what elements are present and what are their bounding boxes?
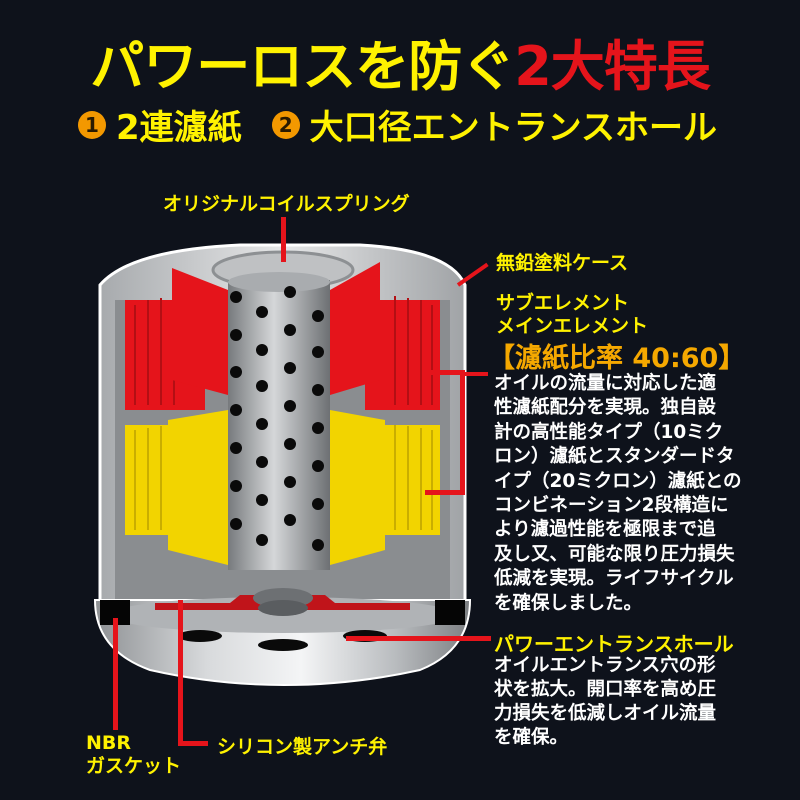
entrance-description-line: を確保。 (494, 727, 569, 748)
feature-list: 1 2連濾紙 2 大口径エントランスホール (78, 100, 717, 149)
label-sub-element: サブエレメント (496, 292, 630, 314)
title-part-2: 2大特長 (514, 35, 711, 98)
element-description-line: ロン）濾紙とスタンダードタ (494, 446, 735, 468)
element-description-line: コンビネーション2段構造に (494, 495, 729, 517)
label-anti-valve: シリコン製アンチ弁 (217, 736, 388, 758)
element-description-line: イプ（20ミクロン）濾紙との (494, 470, 742, 492)
feature-label-1: 2連濾紙 (116, 108, 242, 148)
element-description-line: 性濾紙配分を実現。独自設 (494, 397, 717, 419)
label-coil-spring: オリジナルコイルスプリング (163, 193, 410, 215)
label-gasket-line-2: ガスケット (86, 755, 182, 777)
element-description-line: より濾過性能を極限まで追 (494, 519, 716, 541)
label-gasket: NBR ガスケット (86, 732, 181, 778)
element-description-line: オイルの流量に対応した適 (494, 373, 717, 394)
leader-element-vertical (460, 370, 465, 495)
feature-number-2: 2 (271, 110, 300, 139)
feature-label-2: 大口径エントランスホール (309, 108, 717, 148)
leader-element-bottom (425, 490, 465, 495)
leader-element-connector (462, 372, 488, 376)
leader-anti-valve-horizontal (178, 741, 208, 746)
label-main-element: メインエレメント (496, 315, 649, 337)
title-part-1: パワーロスを防ぐ (90, 35, 515, 98)
entrance-description: オイルエントランス穴の形 状を拡大。開口率を高め圧 力損失を低減しオイル流量 を… (494, 654, 716, 750)
element-description-line: 計の高性能タイプ（10ミク (494, 421, 724, 443)
leader-gasket (113, 618, 118, 730)
element-description-line: を確保しました。 (494, 592, 643, 614)
label-gasket-line-1: NBR (86, 732, 132, 754)
label-entrance-hole: パワーエントランスホール (494, 632, 734, 656)
label-filter-ratio: 【濾紙比率 40:60】 (488, 343, 746, 374)
label-case: 無鉛塗料ケース (496, 252, 629, 274)
leader-entrance-hole (346, 636, 491, 641)
element-description-line: 低減を実現。ライフサイクル (494, 568, 734, 590)
page-title: パワーロスを防ぐ2大特長 (0, 22, 800, 101)
entrance-description-line: 状を拡大。開口率を高め圧 (494, 679, 717, 700)
entrance-description-line: オイルエントランス穴の形 (494, 655, 716, 676)
feature-number-1: 1 (78, 110, 106, 139)
leader-element-top (425, 370, 465, 375)
entrance-description-line: 力損失を低減しオイル流量 (494, 703, 717, 724)
element-description-line: 及し又、可能な限り圧力損失 (494, 543, 735, 565)
leader-anti-valve-vertical (178, 600, 183, 745)
element-description: オイルの流量に対応した適 性濾紙配分を実現。独自設 計の高性能タイプ（10ミク … (494, 372, 742, 616)
leader-coil-spring (281, 217, 286, 262)
